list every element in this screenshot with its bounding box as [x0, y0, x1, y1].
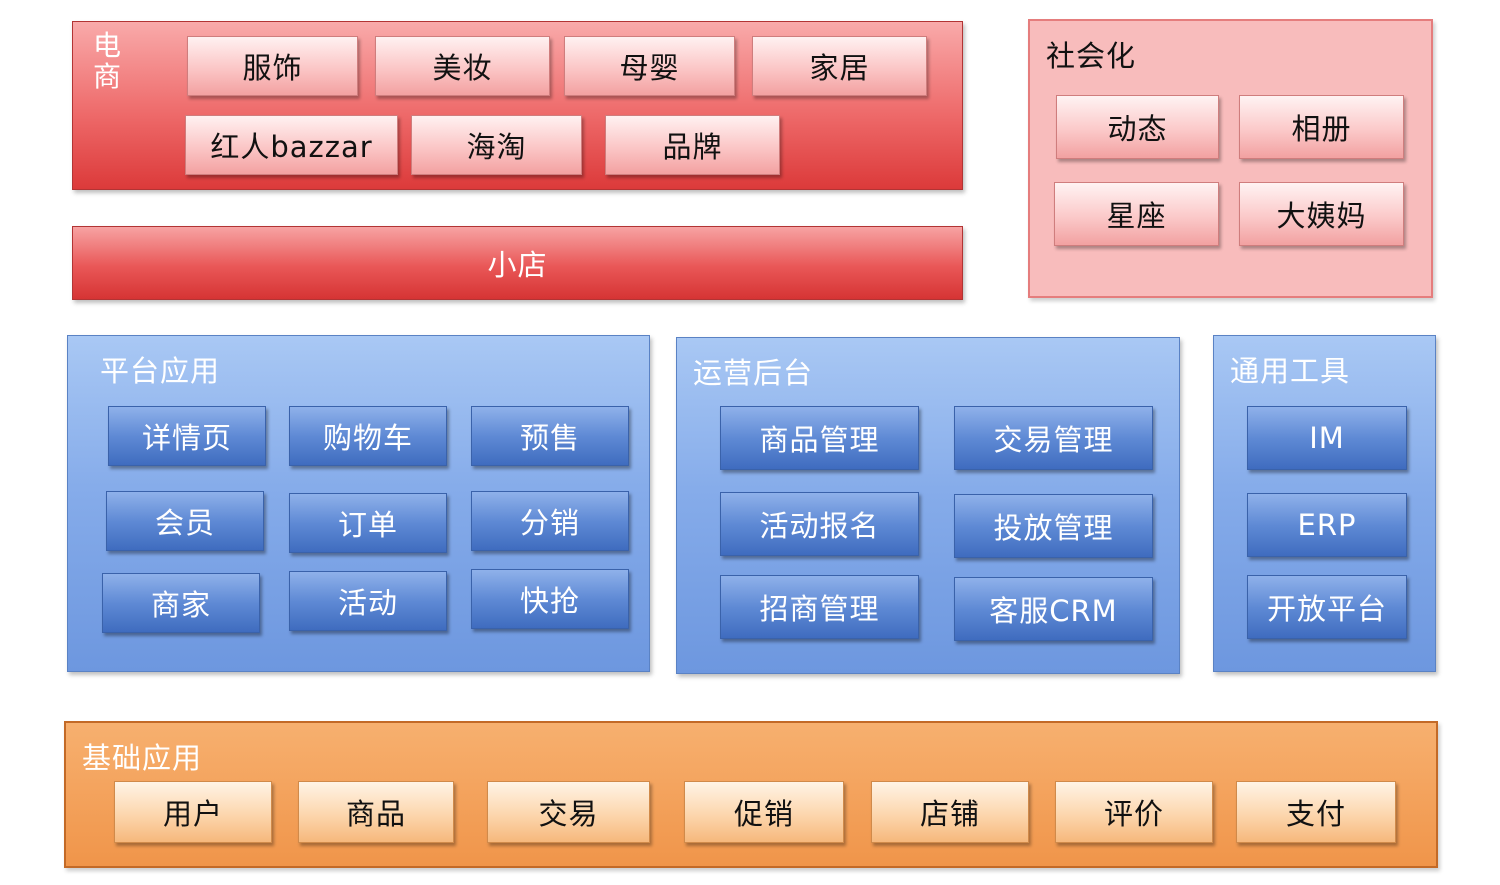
ecommerce-title-line1: 电 — [93, 29, 123, 62]
platform-item-merchant[interactable]: 商家 — [102, 573, 260, 633]
ecommerce-item-brand[interactable]: 品牌 — [605, 115, 780, 175]
basic-item-store[interactable]: 店铺 — [871, 781, 1029, 843]
basic-apps-panel: 基础应用 用户 商品 交易 促销 店铺 评价 支付 — [64, 721, 1438, 868]
basic-item-trade[interactable]: 交易 — [487, 781, 650, 843]
platform-item-cart[interactable]: 购物车 — [289, 406, 447, 466]
social-title: 社会化 — [1046, 39, 1137, 73]
platform-item-order[interactable]: 订单 — [289, 493, 447, 553]
basic-item-payment[interactable]: 支付 — [1236, 781, 1396, 843]
platform-item-flash-sale[interactable]: 快抢 — [471, 569, 629, 629]
common-tools-title: 通用工具 — [1230, 354, 1351, 388]
platform-item-detail-page[interactable]: 详情页 — [108, 406, 266, 466]
tools-item-erp[interactable]: ERP — [1247, 493, 1407, 557]
basic-item-review[interactable]: 评价 — [1055, 781, 1213, 843]
ops-item-customer-service-crm[interactable]: 客服CRM — [954, 577, 1153, 641]
social-item-album[interactable]: 相册 — [1239, 95, 1404, 159]
ecommerce-panel: 电 商 服饰 美妆 母婴 家居 红人bazzar 海淘 品牌 — [72, 21, 963, 190]
ecommerce-item-fashion[interactable]: 服饰 — [187, 36, 358, 96]
ecommerce-title: 电 商 — [93, 30, 125, 92]
platform-item-member[interactable]: 会员 — [106, 491, 264, 551]
platform-item-distribution[interactable]: 分销 — [471, 491, 629, 551]
ops-item-ad-management[interactable]: 投放管理 — [954, 494, 1153, 558]
platform-apps-title: 平台应用 — [100, 354, 221, 388]
ops-item-event-signup[interactable]: 活动报名 — [720, 492, 919, 556]
ecommerce-title-line2: 商 — [93, 60, 123, 93]
social-item-horoscope[interactable]: 星座 — [1054, 182, 1219, 246]
basic-apps-title: 基础应用 — [82, 741, 203, 775]
social-panel: 社会化 动态 相册 星座 大姨妈 — [1028, 19, 1433, 298]
social-item-feed[interactable]: 动态 — [1056, 95, 1219, 159]
tools-item-im[interactable]: IM — [1247, 406, 1407, 470]
platform-item-presale[interactable]: 预售 — [471, 406, 629, 466]
basic-item-promotion[interactable]: 促销 — [684, 781, 844, 843]
basic-item-product[interactable]: 商品 — [298, 781, 454, 843]
social-item-period[interactable]: 大姨妈 — [1239, 182, 1404, 246]
common-tools-panel: 通用工具 IM ERP 开放平台 — [1213, 335, 1436, 672]
basic-item-user[interactable]: 用户 — [114, 781, 272, 843]
ops-item-product-management[interactable]: 商品管理 — [720, 406, 919, 470]
ecommerce-item-haitao[interactable]: 海淘 — [411, 115, 582, 175]
operations-backend-title: 运营后台 — [693, 356, 814, 390]
ops-item-trade-management[interactable]: 交易管理 — [954, 406, 1153, 470]
ops-item-merchant-recruitment[interactable]: 招商管理 — [720, 575, 919, 639]
platform-item-activity[interactable]: 活动 — [289, 571, 447, 631]
ecommerce-item-home[interactable]: 家居 — [752, 36, 927, 96]
operations-backend-panel: 运营后台 商品管理 交易管理 活动报名 投放管理 招商管理 客服CRM — [676, 337, 1180, 674]
ecommerce-item-beauty[interactable]: 美妆 — [375, 36, 550, 96]
ecommerce-item-hongren-bazzar[interactable]: 红人bazzar — [185, 115, 398, 175]
tools-item-open-platform[interactable]: 开放平台 — [1247, 575, 1407, 639]
shop-bar[interactable]: 小店 — [72, 226, 963, 300]
ecommerce-item-maternal[interactable]: 母婴 — [564, 36, 735, 96]
platform-apps-panel: 平台应用 详情页 购物车 预售 会员 订单 分销 商家 活动 快抢 — [67, 335, 650, 672]
